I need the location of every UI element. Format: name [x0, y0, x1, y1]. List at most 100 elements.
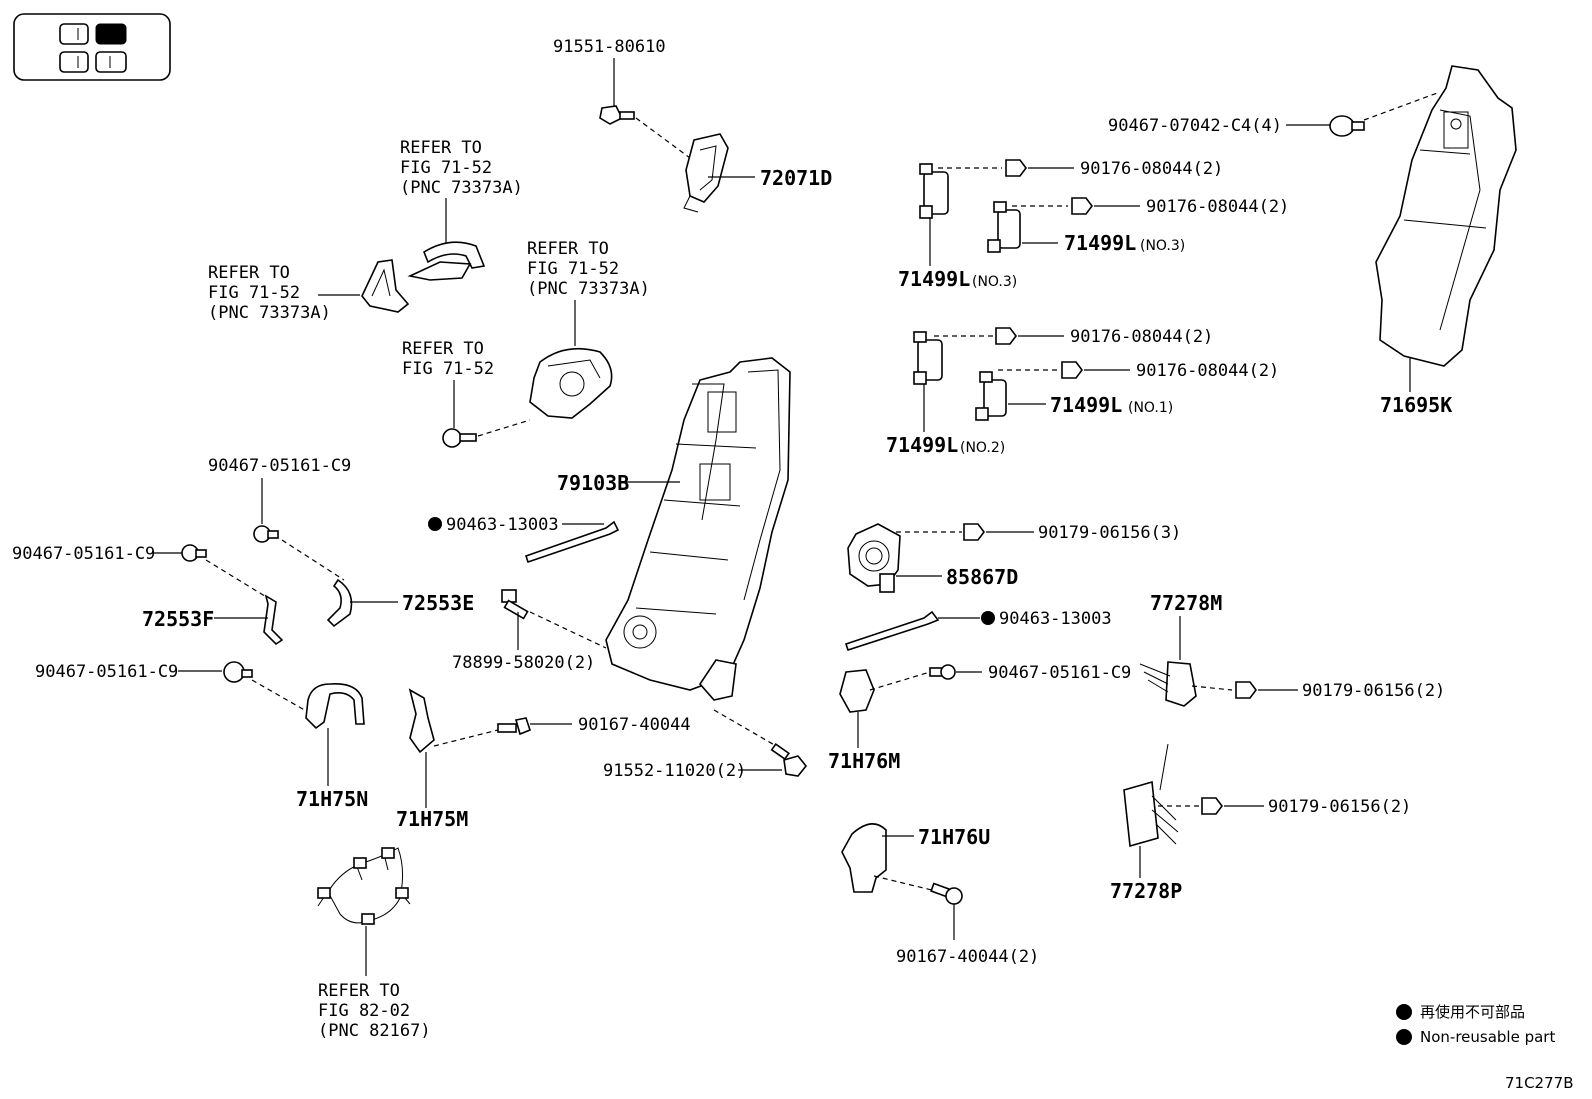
part-77278P: 90179-06156(2) 77278P: [1110, 743, 1411, 903]
label-90179-a: 90179-06156(3): [1038, 523, 1181, 543]
motor-71499L-no2-icon: [913, 331, 943, 385]
label-71499L-no3-left: 71499L: [898, 267, 970, 291]
part-90176-08044-d: 90176-08044(2) 71499L (NO.1): [975, 361, 1279, 421]
refer-3-line-1: REFER TO: [527, 239, 609, 259]
label-90167-a: 90167-40044: [578, 715, 691, 735]
part-71695K: 71695K: [1375, 65, 1517, 417]
label-90467-C9-left: 90467-05161-C9: [12, 544, 155, 564]
label-72071D: 72071D: [760, 166, 832, 190]
refer-fig-82-02: REFER TO FIG 82-02 (PNC 82167): [318, 981, 431, 1041]
cover-71H75M-icon: [408, 688, 435, 754]
clip-72553F-icon: [263, 594, 284, 646]
non-reusable-dot-icon: [428, 517, 442, 531]
label-77278P: 77278P: [1110, 879, 1182, 903]
part-90467-05161-C9-low: 90467-05161-C9: [35, 661, 309, 713]
part-71H75N: 71H75N: [296, 682, 368, 811]
refer-1-line-2: FIG 71-52: [400, 158, 492, 178]
non-reusable-dot-icon: [981, 611, 995, 625]
label-71499L-no2: 71499L: [886, 433, 958, 457]
label-90179-b: 90179-06156(2): [1302, 681, 1445, 701]
part-90176-08044-a: 90176-08044(2) 71499L (NO.3): [898, 159, 1223, 291]
grommet-c-icon: [995, 327, 1017, 345]
part-72553E: 72553E: [326, 578, 474, 628]
refer-fig-71-52-center: REFER TO FIG 71-52 (PNC 73373A): [527, 239, 650, 419]
motor-71499L-top-left-icon: [919, 163, 949, 219]
part-91552-11020: 91552-11020(2): [603, 709, 808, 781]
screw-icon: [442, 428, 477, 448]
label-71499L-no1: 71499L: [1050, 393, 1122, 417]
part-77278M: 77278M 90179-06156(2): [1139, 591, 1445, 707]
part-90467-05161-C9-left: 90467-05161-C9: [12, 544, 269, 599]
label-90176-c: 90176-08044(2): [1070, 327, 1213, 347]
label-72553E: 72553E: [402, 591, 474, 615]
label-90463-right: 90463-13003: [999, 609, 1112, 629]
refer-2-line-3: (PNC 73373A): [208, 303, 331, 323]
cover-71H75N-icon: [305, 682, 365, 730]
part-90463-13003-right: 90463-13003: [844, 609, 1112, 652]
part-72553F: 72553F: [142, 594, 284, 646]
label-90467-C9-low: 90467-05161-C9: [35, 662, 178, 682]
bracket-71H76M-icon: [839, 669, 875, 713]
cover-trim-icon: [407, 241, 486, 281]
part-90463-13003-left: 90463-13003: [428, 515, 620, 564]
part-90176-08044-b: 90176-08044(2) 71499L (NO.3): [987, 197, 1289, 255]
panel-71695K-icon: [1375, 65, 1517, 367]
part-71H76U: 71H76U 90167-40044(2): [841, 823, 1039, 967]
legend-jp: 再使用不可部品: [1420, 1003, 1525, 1021]
label-79103B: 79103B: [557, 471, 629, 495]
clip-C4-icon: [1329, 115, 1365, 137]
part-71H75M: 71H75M: [396, 688, 468, 831]
bolt-90167-b-icon: [930, 882, 963, 905]
legend-en: Non-reusable part: [1420, 1028, 1555, 1046]
label-90176-b: 90176-08044(2): [1146, 197, 1289, 217]
legend-dot-icon: [1396, 1029, 1412, 1045]
part-85867D: 90179-06156(3) 85867D: [847, 523, 1181, 593]
refer-4-line-2: FIG 71-52: [402, 359, 494, 379]
clip-72553E-icon: [326, 578, 353, 628]
label-90467-C9-right: 90467-05161-C9: [988, 663, 1131, 683]
label-72553F: 72553F: [142, 607, 214, 631]
part-91551-80610-group: 91551-80610: [553, 37, 691, 159]
motor-77278M-icon: [1139, 661, 1197, 707]
bolt-91551-icon: [599, 105, 635, 125]
label-71H75N: 71H75N: [296, 787, 368, 811]
label-71499L-no1-note: (NO.1): [1128, 400, 1173, 416]
clip-C9-right-icon: [929, 664, 956, 680]
refer-2-line-2: FIG 71-52: [208, 283, 300, 303]
label-71499L-no3-right: 71499L: [1064, 231, 1136, 255]
label-90167-b: 90167-40044(2): [896, 947, 1039, 967]
grommet-g-icon: [1201, 797, 1223, 815]
refer-3-line-3: (PNC 73373A): [527, 279, 650, 299]
grommet-b-icon: [1071, 197, 1093, 215]
recliner-cover-icon: [529, 347, 613, 419]
refer-3-line-2: FIG 71-52: [527, 259, 619, 279]
legend: 再使用不可部品 Non-reusable part: [1396, 1003, 1555, 1046]
part-90467-07042-C4: 90467-07042-C4(4): [1108, 91, 1441, 137]
label-71H76U: 71H76U: [918, 825, 990, 849]
refer-fig-71-52-left: REFER TO FIG 71-52 (PNC 73373A): [208, 259, 410, 323]
label-77278M: 77278M: [1150, 591, 1222, 615]
seat-position-indicator-icon: [13, 13, 171, 81]
refer-1-line-1: REFER TO: [400, 138, 482, 158]
speaker-85867D-icon: [847, 523, 901, 593]
bolt-90167-a-icon: [497, 717, 531, 736]
grommet-a-icon: [1005, 159, 1027, 177]
refer-5-line-1: REFER TO: [318, 981, 400, 1001]
figure-code: 71C277B: [1505, 1074, 1573, 1092]
label-85867D: 85867D: [946, 565, 1018, 589]
grommet-f-icon: [1235, 681, 1257, 699]
label-71499L-no2-note: (NO.2): [960, 440, 1005, 456]
clip-left-icon: [181, 544, 207, 562]
part-90176-08044-c: 90176-08044(2) 71499L (NO.2): [886, 327, 1213, 457]
clip-top-icon: [253, 525, 279, 543]
seatback-frame-79103B-icon: [605, 357, 791, 701]
refer-4-line-1: REFER TO: [402, 339, 484, 359]
part-78899-58020: 78899-58020(2): [452, 589, 607, 673]
label-71499L-no3-left-note: (NO.3): [972, 274, 1017, 290]
refer-1-line-3: (PNC 73373A): [400, 178, 523, 198]
hinge-cover-icon: [361, 259, 410, 313]
label-90467-C4: 90467-07042-C4(4): [1108, 116, 1282, 136]
label-71H75M: 71H75M: [396, 807, 468, 831]
label-90176-a: 90176-08044(2): [1080, 159, 1223, 179]
motor-77278P-icon: [1123, 743, 1179, 848]
